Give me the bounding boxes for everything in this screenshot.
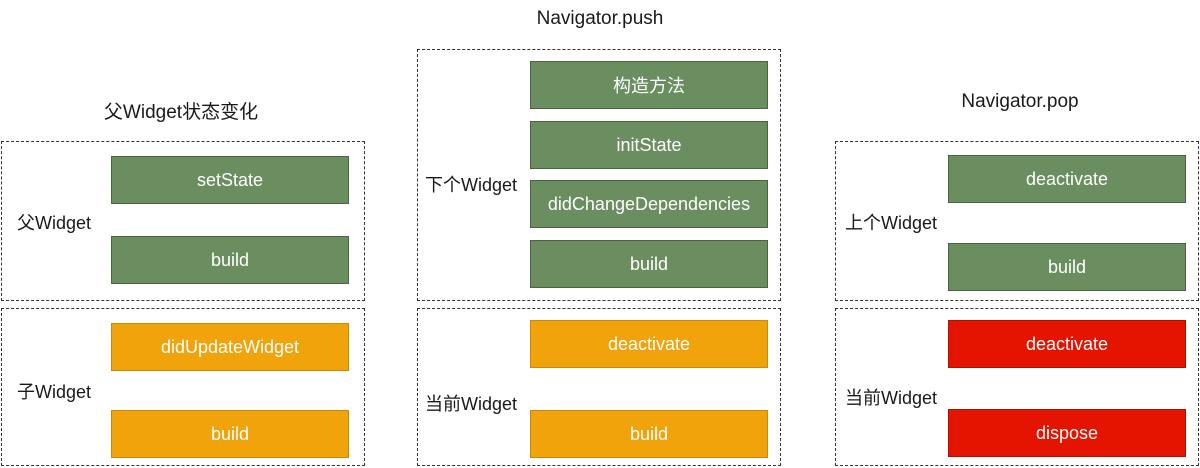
build-step: build (111, 236, 349, 284)
build-step: build (530, 410, 768, 458)
current-widget-label: 当前Widget (425, 394, 518, 414)
constructor-step: 构造方法 (530, 61, 768, 109)
previous-widget-label: 上个Widget (845, 213, 938, 233)
parent-widget-label: 父Widget (17, 213, 92, 233)
build-step: build (111, 410, 349, 458)
parent-widget-group (1, 141, 365, 301)
child-widget-label: 子Widget (17, 382, 92, 402)
build-step: build (948, 243, 1186, 291)
didupdatewidget-step: didUpdateWidget (111, 323, 349, 371)
current-widget-group (417, 308, 781, 466)
previous-widget-group (835, 141, 1199, 301)
middle-column-title: Navigator.push (536, 8, 664, 29)
setstate-step: setState (111, 156, 349, 204)
current-widget-label: 当前Widget (845, 388, 938, 408)
child-widget-group (1, 308, 365, 466)
current-widget-group (835, 308, 1199, 466)
deactivate-step: deactivate (530, 320, 768, 368)
initstate-step: initState (530, 121, 768, 169)
deactivate-step: deactivate (948, 320, 1186, 368)
didchangedependencies-step: didChangeDependencies (530, 180, 768, 228)
build-step: build (530, 240, 768, 288)
deactivate-step: deactivate (948, 155, 1186, 203)
left-column-title: 父Widget状态变化 (103, 102, 259, 123)
dispose-step: dispose (948, 409, 1186, 457)
next-widget-group (417, 49, 781, 301)
next-widget-label: 下个Widget (425, 175, 518, 195)
right-column-title: Navigator.pop (961, 91, 1079, 112)
